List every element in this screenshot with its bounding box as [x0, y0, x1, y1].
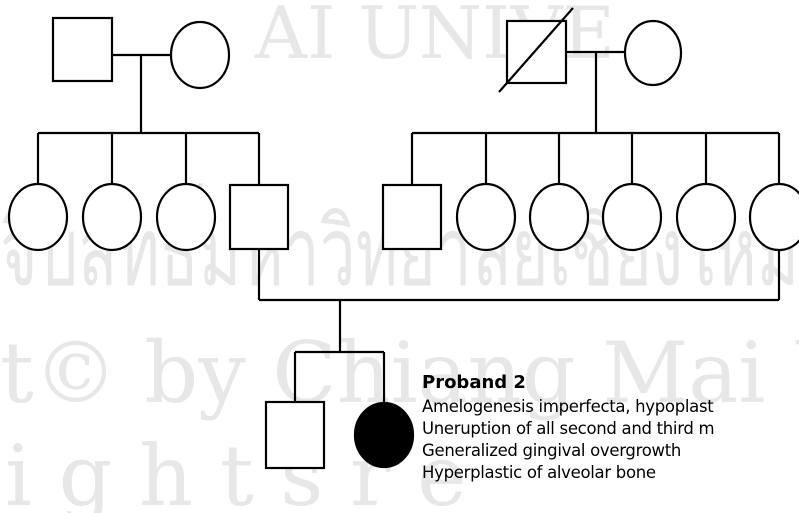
generation-1-left-couple	[51, 16, 231, 133]
generation-3-sibship	[264, 350, 415, 470]
generation-1-right-couple	[498, 7, 683, 133]
deceased-slash	[498, 7, 574, 93]
female-symbol	[675, 182, 737, 252]
male-symbol	[381, 183, 443, 251]
female-symbol	[748, 182, 799, 252]
female-symbol	[528, 182, 590, 252]
female-symbol	[155, 182, 217, 252]
female-symbol	[169, 20, 231, 90]
proband-finding: Generalized gingival overgrowth	[422, 441, 682, 460]
generation-2-marriage	[257, 249, 781, 352]
proband-finding: Amelogenesis imperfecta, hypoplast	[422, 397, 714, 416]
female-symbol	[601, 182, 663, 252]
generation-2-left-sibship	[7, 131, 290, 252]
proband-annotation: Proband 2 Amelogenesis imperfecta, hypop…	[422, 370, 799, 484]
proband-title: Proband 2	[422, 372, 526, 393]
proband-finding: Uneruption of all second and third m	[422, 419, 715, 438]
female-symbol	[7, 182, 69, 252]
male-symbol	[51, 16, 114, 83]
female-symbol	[455, 182, 517, 252]
female-symbol	[623, 19, 683, 87]
generation-2-right-sibship	[381, 131, 799, 252]
female-symbol	[81, 182, 143, 252]
proband-affected-female-symbol	[353, 401, 415, 469]
male-symbol	[228, 183, 290, 251]
watermark-line-3: t© by Chiang Mai U	[0, 324, 799, 422]
male-symbol	[264, 400, 326, 470]
proband-finding: Hyperplastic of alveolar bone	[422, 463, 656, 482]
